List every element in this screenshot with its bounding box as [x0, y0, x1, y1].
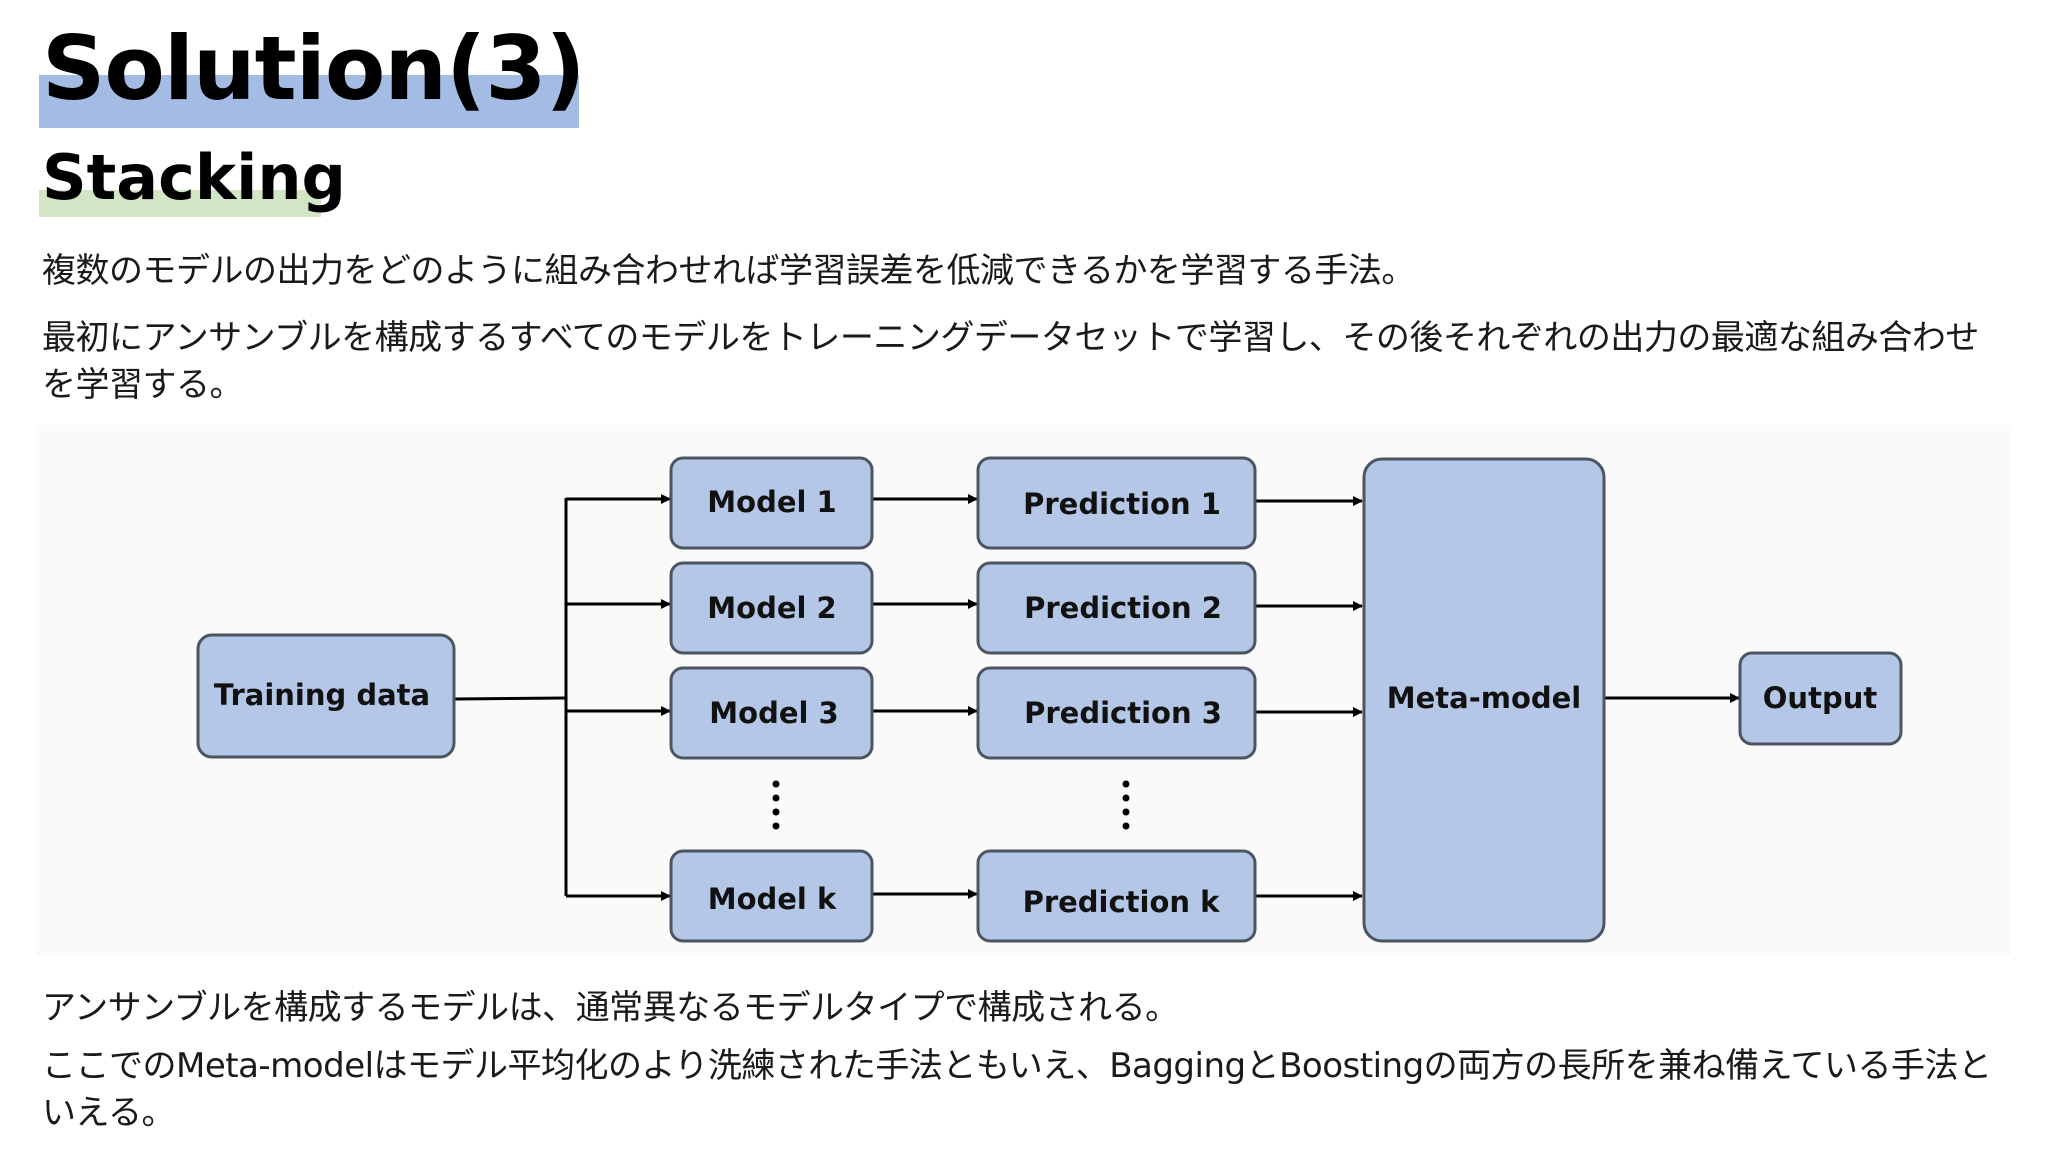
note-paragraph-1: アンサンブルを構成するモデルは、通常異なるモデルタイプで構成される。: [42, 988, 1179, 1028]
node-meta-model-label: Meta-model: [1387, 681, 1582, 715]
node-output: Output: [1738, 651, 1903, 746]
node-model-k: Model k: [669, 849, 874, 943]
description-paragraph-1: 複数のモデルの出力をどのように組み合わせれば学習誤差を低減できるかを学習する手法…: [42, 251, 1415, 291]
node-model-2-label: Model 2: [707, 591, 836, 625]
section-subtitle: Stacking: [42, 141, 346, 214]
node-training-data-label: Training data: [214, 678, 430, 712]
node-prediction-1-label: Prediction 1: [1023, 487, 1221, 521]
node-model-3: Model 3: [669, 666, 874, 760]
edge-training-to-trunk: [454, 696, 567, 701]
node-meta-model: Meta-model: [1362, 457, 1606, 943]
page-title: Solution(3): [42, 17, 586, 120]
node-model-1: Model 1: [669, 456, 874, 550]
node-prediction-3: Prediction 3: [976, 666, 1257, 760]
node-model-k-label: Model k: [708, 882, 837, 916]
node-prediction-k-label: Prediction k: [1023, 885, 1221, 919]
node-prediction-2: Prediction 2: [976, 561, 1257, 655]
node-prediction-2-label: Prediction 2: [1024, 591, 1222, 625]
models-ellipsis: [772, 780, 780, 830]
node-prediction-k: Prediction k: [976, 849, 1257, 943]
note-paragraph-2: ここでのMeta-modelはモデル平均化のより洗練された手法ともいえ、Bagg…: [42, 1046, 1992, 1133]
node-output-label: Output: [1763, 681, 1878, 715]
subtitle-highlight: [39, 190, 321, 217]
description-paragraph-2: 最初にアンサンブルを構成するすべてのモデルをトレーニングデータセットで学習し、そ…: [42, 318, 1979, 405]
node-prediction-1: Prediction 1: [976, 456, 1257, 550]
predictions-ellipsis: [1122, 780, 1130, 830]
title-highlight: [39, 75, 579, 128]
node-model-1-label: Model 1: [707, 485, 836, 519]
node-model-2: Model 2: [669, 561, 874, 655]
node-prediction-3-label: Prediction 3: [1024, 696, 1222, 730]
node-training-data: Training data: [196, 633, 456, 759]
node-model-3-label: Model 3: [709, 696, 838, 730]
